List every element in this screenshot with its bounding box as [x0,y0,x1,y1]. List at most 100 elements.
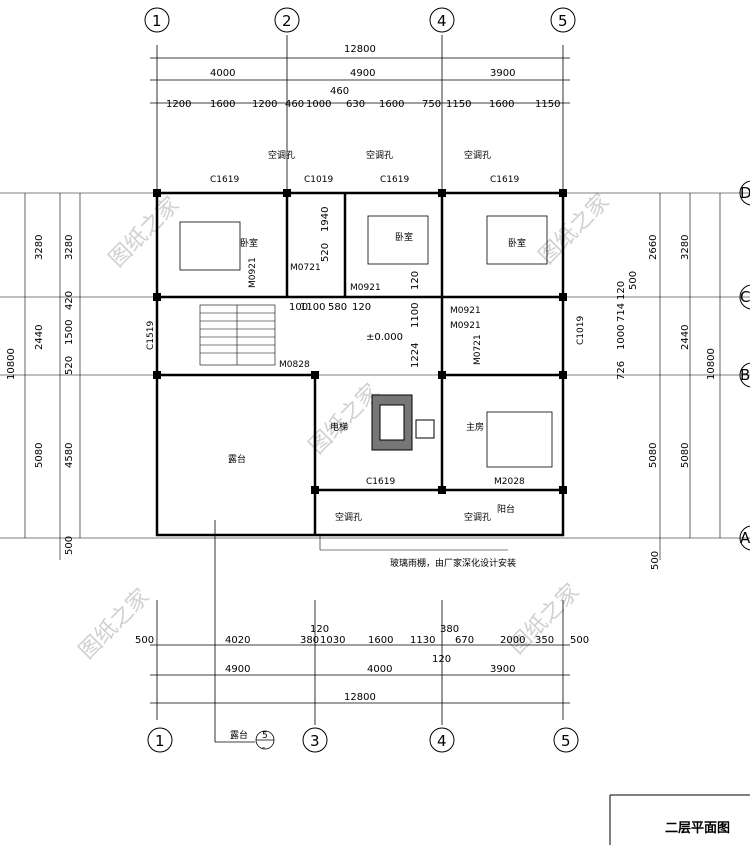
ac-hole-label: 空调孔 [464,511,491,523]
dim-bottom-row1: 2000 [500,635,525,646]
dim-top-row1: 1600 [210,99,235,110]
dim-top-row1: 1600 [379,99,404,110]
dim-left-outer: 2440 [34,325,45,350]
window-label: C1619 [210,175,239,185]
dim-bottom-small: 120 [432,654,451,665]
dimensions-top [150,35,570,195]
beds [179,215,553,468]
ac-hole-labels: 空调孔 空调孔 空调孔 空调孔 空调孔 [268,149,491,523]
dim-right-outer: 2440 [680,325,691,350]
window-label: C1619 [490,175,519,185]
dim-right-outer: 3280 [680,235,691,260]
dim-bottom-row1: 670 [455,635,474,646]
axis-labels-right: D C B A [740,184,750,547]
dim-right-inner: 2660 [648,235,659,260]
door-label: M0828 [279,360,310,370]
room-label: 卧室 [395,231,413,243]
interior-dim: 1100 [410,303,421,328]
window-label: C1019 [576,316,586,345]
note-text: 玻璃雨棚，由厂家深化设计安装 [390,557,516,569]
door-label: M2028 [494,477,525,487]
interior-dim: 100 [289,302,308,313]
dim-right-inner: 120 [616,281,627,300]
interior-dim: 120 [352,302,371,313]
door-label: M0921 [450,321,481,331]
dim-top-row2: 4000 [210,68,235,79]
ac-hole-label: 空调孔 [268,149,295,161]
axis-label: 3 [310,732,320,750]
axis-label: C [740,288,750,306]
section-label: 露台 [230,729,248,741]
room-label: 主房 [466,421,484,433]
dim-bottom-row2: 4900 [225,664,250,675]
axis-labels-bottom: 1 3 4 5 [155,732,571,750]
axis-label: D [740,184,750,202]
dimensions-right [659,193,721,560]
axis-label: 4 [437,12,447,30]
dim-top-row1: 1000 [306,99,331,110]
stair [199,304,276,366]
dimension-text-left: 10800 3280 2440 5080 500 3280 420 1500 5… [6,235,75,555]
axis-label: 4 [437,732,447,750]
dim-right-inner: 714 [616,303,627,322]
interior-dim: 120 [410,271,421,290]
dim-bottom-row2: 4000 [367,664,392,675]
dim-left-inner: 4580 [64,443,75,468]
dim-bottom-row1: 1130 [410,635,435,646]
dim-bottom-row1: 4020 [225,635,250,646]
axis-label: A [740,529,750,547]
dim-left-inner: 420 [64,291,75,310]
dim-top-row2: 3900 [490,68,515,79]
axis-label: 5 [558,12,568,30]
interior-dim: 1224 [410,343,421,368]
dim-right-inner: 500 [628,271,639,290]
room-labels: 卧室 卧室 卧室 主房 露台 阳台 电梯 [228,231,526,515]
dimensions-bottom [150,600,570,725]
columns [153,189,567,494]
dim-top-row2: 4900 [350,68,375,79]
watermark: 图纸之家 [505,579,585,659]
axis-label: 2 [282,12,292,30]
section-sub: - [262,743,265,753]
interior-dims: 1940 520 100 1100 580 120 120 1224 1100 [289,207,421,368]
dimensions-left [24,193,81,560]
dim-bottom-row1: 1030 [320,635,345,646]
title-block [609,794,750,845]
dim-right-inner: 1000 [616,325,627,350]
dim-left-inner: 3280 [64,235,75,260]
axis-labels-top: 1 2 4 5 [152,12,568,30]
dim-bottom-row1: 1600 [368,635,393,646]
axis-bubbles-bottom [147,727,579,753]
dim-overall-bottom: 12800 [344,692,376,703]
axis-label: 1 [152,12,162,30]
interior-dim: 1100 [300,302,325,313]
dim-right-outer: 500 [650,551,661,570]
ac-hole-label: 空调孔 [464,149,491,161]
window-label: C1619 [380,175,409,185]
section-mark [214,520,275,750]
dim-left-total: 10800 [6,348,17,380]
door-label: M0921 [350,283,381,293]
dim-right-total: 10800 [706,348,717,380]
window-label: C1519 [146,321,156,350]
dim-top-row1: 1200 [252,99,277,110]
dim-left-inner: 520 [64,356,75,375]
dim-bottom-row1: 380 [300,635,319,646]
door-label: M0721 [290,263,321,273]
axis-label: 5 [561,732,571,750]
dim-top-row1: 1150 [535,99,560,110]
room-label: 电梯 [330,421,348,433]
dim-left-outer: 500 [64,536,75,555]
dim-top-small: 460 [330,86,349,97]
interior-dim: 580 [328,302,347,313]
room-label: 卧室 [508,237,526,249]
dim-top-row1: 1150 [446,99,471,110]
axis-label: 1 [155,732,165,750]
interior-dim: 520 [320,243,331,262]
dim-top-row1: 750 [422,99,441,110]
window-label: C1619 [366,477,395,487]
door-label: M0721 [473,334,483,365]
dimension-text-right: 10800 3280 2440 5080 500 2660 120 500 71… [616,235,717,570]
dim-top-row1: 630 [346,99,365,110]
